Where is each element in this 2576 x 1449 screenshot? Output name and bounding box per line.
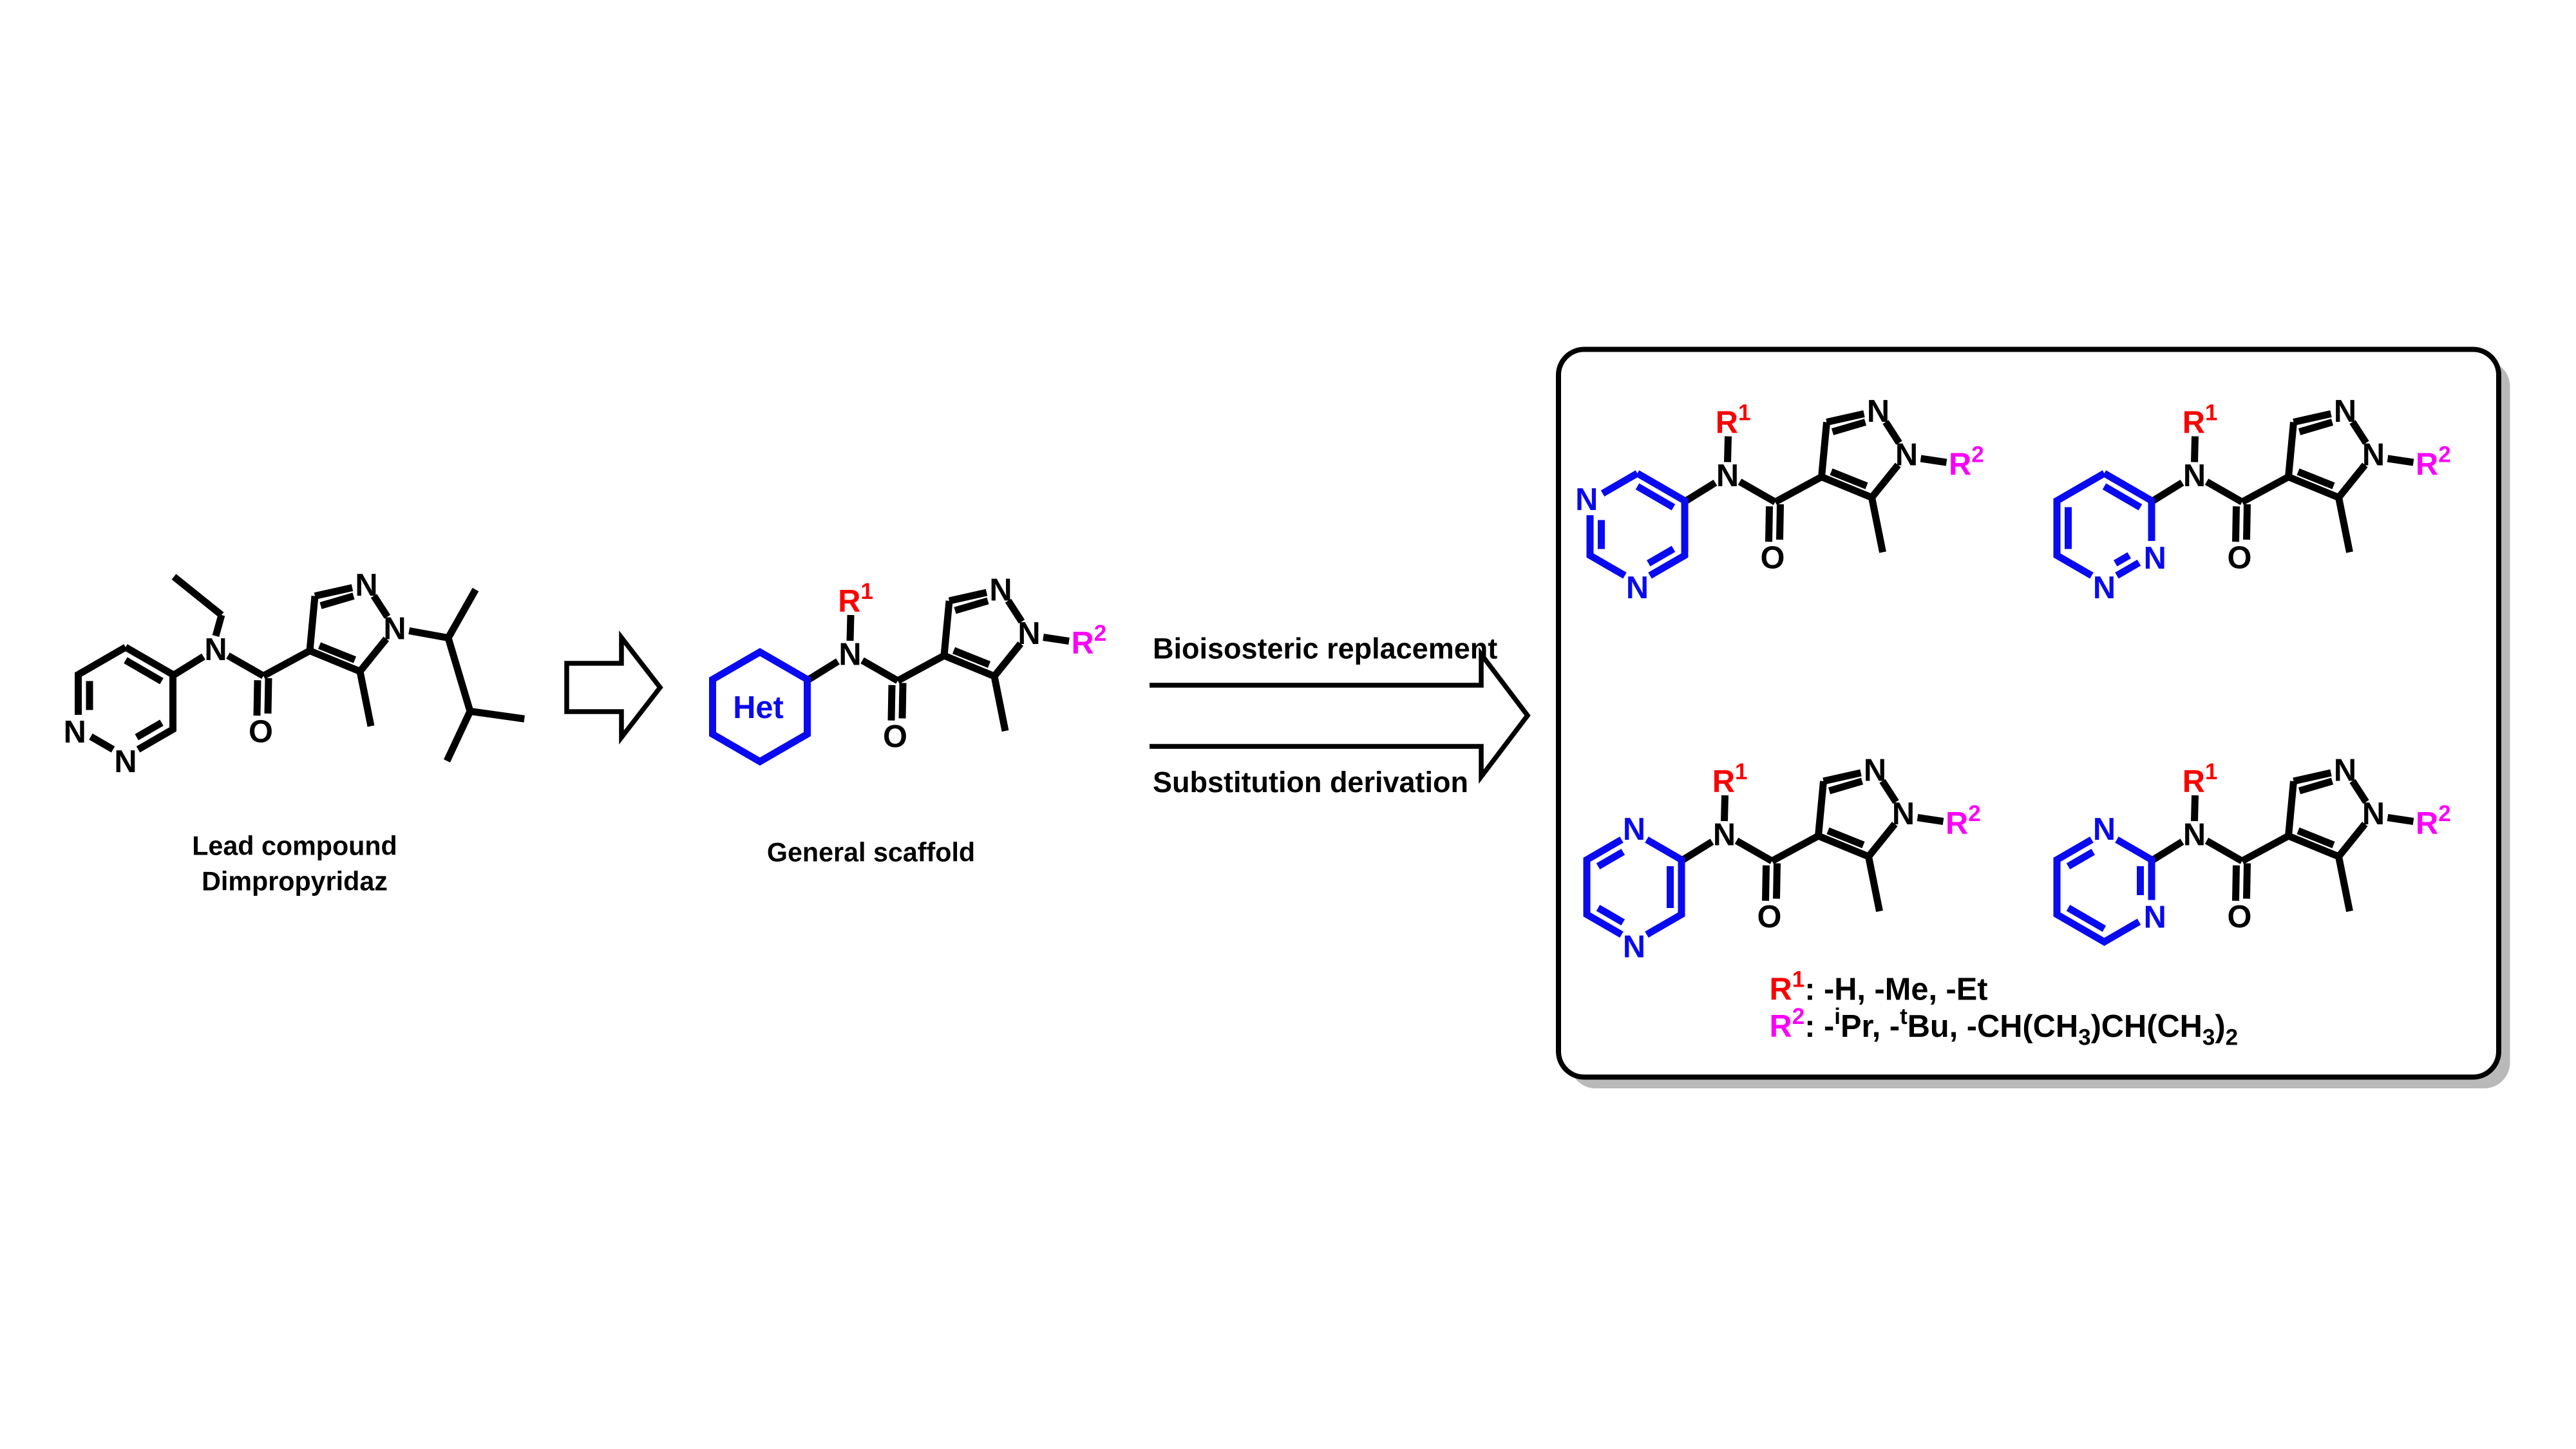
ring-n-atom-label: N xyxy=(1575,482,1598,517)
pyrimidin-2-yl-ring: N N xyxy=(2053,812,2166,946)
ring-double-bonds xyxy=(1596,848,1674,926)
scaffold-rgroups xyxy=(838,579,1106,661)
lead-structure: N N xyxy=(64,568,526,779)
product-structure-4: N N xyxy=(2053,753,2451,946)
ring-double-bonds xyxy=(2065,483,2143,567)
product-structure-2: N N xyxy=(2053,394,2451,605)
lead-caption-line2: Dimpropyridaz xyxy=(202,867,388,896)
ring-n-atom-label: N xyxy=(2144,900,2166,935)
reaction-arrow xyxy=(1150,647,1531,784)
block-arrow-icon xyxy=(564,630,663,744)
pyridazine-ring-double-bonds xyxy=(86,657,164,741)
pyridazine-ring: N N xyxy=(64,644,176,779)
pyridazine-ring-edges xyxy=(75,644,176,753)
ring-n-atom-label: N xyxy=(64,715,86,750)
lead-caption-line1: Lead compound xyxy=(192,831,397,861)
ring-n-atom-label: N xyxy=(2144,541,2166,576)
ring-edges xyxy=(2053,836,2155,946)
ring-edges xyxy=(1586,470,1689,579)
arrow-bottom-label: Substitution derivation xyxy=(1153,766,1468,799)
ring-double-bonds xyxy=(1598,483,1676,567)
pyridazin-3-yl-ring: N N xyxy=(2053,470,2166,605)
ring-n-atom-label: N xyxy=(1623,812,1645,847)
scaffold-caption: General scaffold xyxy=(767,838,975,867)
legend-r2-line: R2: -iPr, -tBu, -CH(CH3)CH(CH3)2 xyxy=(1770,1004,2239,1050)
ring-double-bonds xyxy=(2066,848,2144,933)
ring-n-atom-label: N xyxy=(2093,812,2116,847)
ring-n-atom-label: N xyxy=(114,744,137,779)
pyrazin-2-yl-ring: N N xyxy=(1583,812,1685,964)
arrow-top-label: Bioisosteric replacement xyxy=(1153,632,1497,665)
legend-r1-line: R1: -H, -Me, -Et xyxy=(1770,967,1988,1007)
product-structure-1: N N xyxy=(1575,394,1984,605)
het-ring-edges xyxy=(709,648,811,766)
ring-n-atom-label: N xyxy=(1623,929,1645,964)
ring-n-atom-label: N xyxy=(2093,571,2116,605)
ring-edges xyxy=(1583,836,1685,938)
lead-substituent-bonds xyxy=(171,574,526,762)
het-ring: Het xyxy=(709,648,811,766)
lead-core xyxy=(171,568,406,750)
ring-n-atom-label: N xyxy=(1626,571,1649,605)
ring-edges xyxy=(2053,470,2155,579)
products-box xyxy=(1556,346,2501,1080)
pyrimidin-5-yl-ring: N N xyxy=(1575,470,1689,605)
het-label: Het xyxy=(733,690,784,725)
general-scaffold-structure: Het xyxy=(709,573,1107,766)
product-structure-3: N N xyxy=(1583,753,1981,964)
